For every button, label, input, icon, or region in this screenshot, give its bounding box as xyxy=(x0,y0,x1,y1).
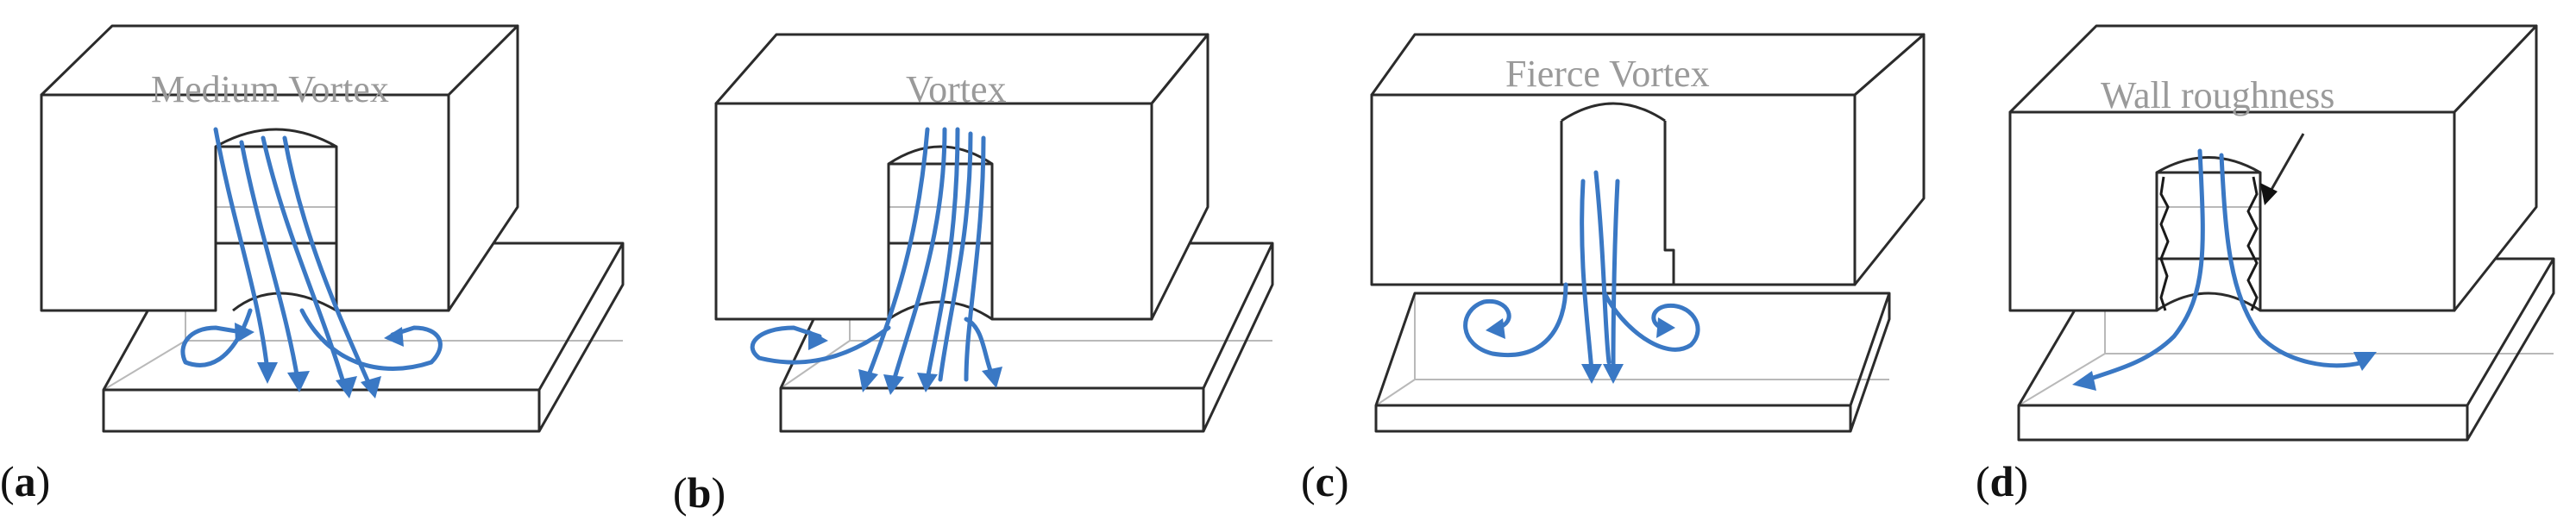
lower-slab xyxy=(1374,292,1891,433)
flow-arrow xyxy=(1656,317,1675,338)
panel-d-label: Wall roughness xyxy=(2101,74,2334,116)
flow-arrow xyxy=(336,376,357,398)
flow-lines xyxy=(180,127,443,391)
upper-block xyxy=(2008,24,2538,312)
flow-lines xyxy=(1463,170,1700,373)
flow-arrow xyxy=(257,362,278,384)
flow-arrow xyxy=(1581,364,1602,384)
flow-arrow xyxy=(917,373,938,392)
panel-d-caption: (d) xyxy=(1976,457,2028,505)
flow-arrow xyxy=(384,327,404,347)
flow-arrow xyxy=(883,374,904,395)
flow-arrow xyxy=(1486,318,1505,339)
panel-c-label: Fierce Vortex xyxy=(1505,53,1710,95)
panel-c: Fierce Vortex (c) xyxy=(1301,33,1926,505)
flow-arrow xyxy=(808,329,828,350)
upper-block xyxy=(40,24,519,312)
flow-arrow xyxy=(982,367,1002,388)
flow-arrow xyxy=(2353,352,2377,371)
flow-arrow xyxy=(287,371,310,392)
panel-a-label: Medium Vortex xyxy=(151,68,389,110)
flow-lines xyxy=(750,127,995,386)
roughness-pointer xyxy=(2267,133,2305,195)
panel-b-caption: (b) xyxy=(673,468,726,517)
flow-lines xyxy=(2085,148,2366,382)
panel-a: Medium Vortex (a) xyxy=(0,24,625,505)
flow-arrow xyxy=(858,369,878,392)
panel-c-caption: (c) xyxy=(1301,457,1349,505)
panel-d: Wall roughness (d) xyxy=(1976,24,2555,505)
upper-block xyxy=(714,33,1209,321)
panel-b: Vortex (b) xyxy=(673,33,1274,517)
pointer-arrow xyxy=(2260,183,2278,205)
flow-arrow xyxy=(2072,371,2096,391)
wall-roughness-left xyxy=(2159,176,2170,311)
panel-b-label: Vortex xyxy=(906,68,1007,110)
panel-a-caption: (a) xyxy=(0,457,50,505)
flow-arrow xyxy=(1603,364,1624,384)
upper-block xyxy=(1370,33,1926,286)
wall-roughness-right xyxy=(2246,176,2259,311)
flow-arrow xyxy=(235,323,254,343)
flow-arrow xyxy=(361,376,381,398)
